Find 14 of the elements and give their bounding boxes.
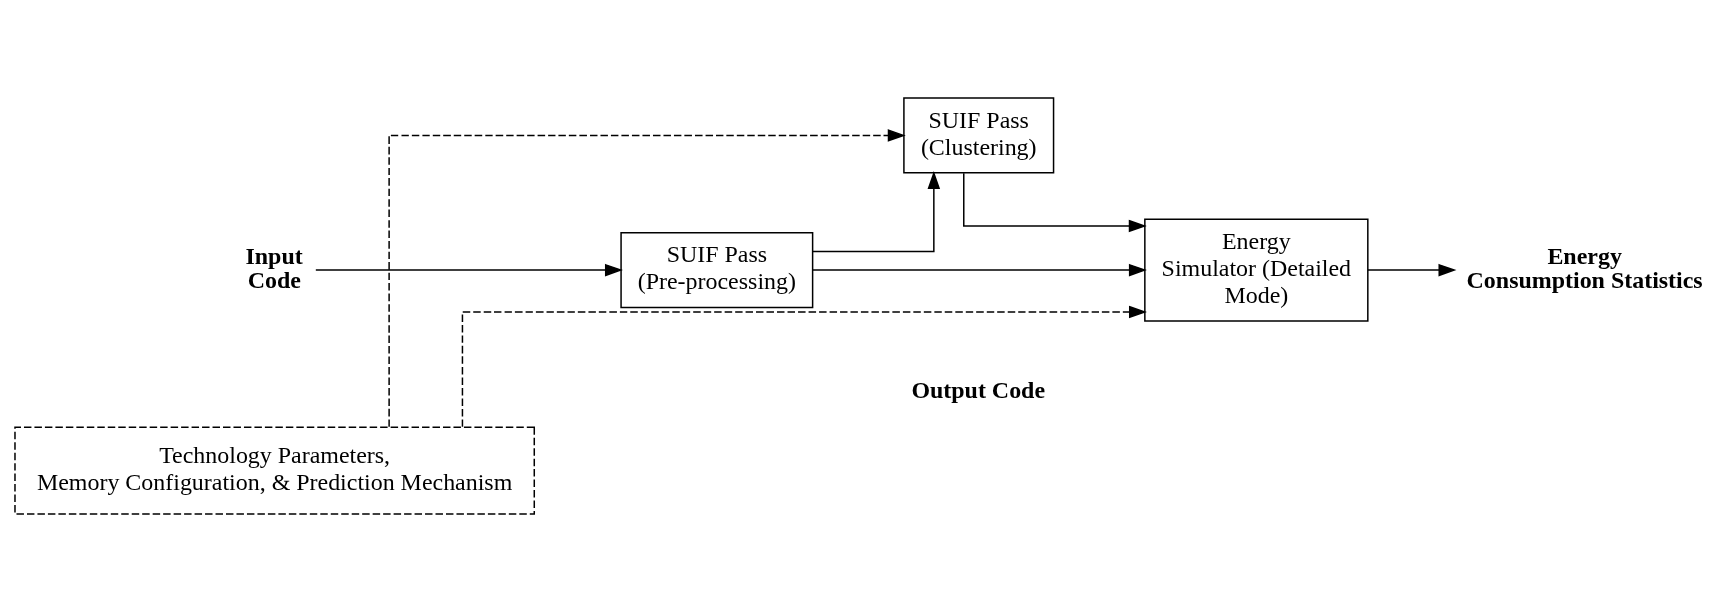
node-box: Technology Parameters, Memory Configuration, & Prediction Mechanism <box>14 426 535 515</box>
arrow <box>811 263 1147 277</box>
arrow <box>388 129 906 428</box>
node-box: SUIF Pass (Clustering) <box>903 97 1055 174</box>
arrow <box>1367 263 1457 277</box>
label: Output Code <box>911 377 1046 404</box>
arrow <box>315 263 623 277</box>
node-text: Input Code <box>245 242 303 293</box>
arrow <box>811 171 941 253</box>
arrow <box>963 172 1147 233</box>
node-text: Energy Consumption Statistics <box>1466 242 1703 293</box>
arrow <box>461 305 1147 428</box>
node-box: SUIF Pass (Pre-processing) <box>620 231 814 309</box>
node-box: Energy Simulator (Detailed Mode) <box>1144 218 1369 322</box>
